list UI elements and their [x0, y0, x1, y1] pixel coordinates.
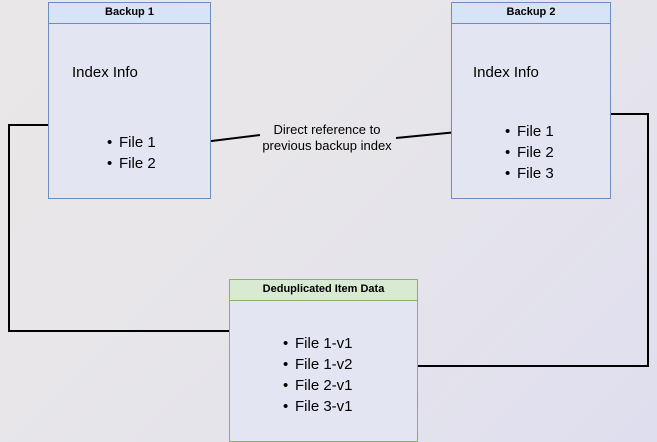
- edge-label-direct-reference: Direct reference to previous backup inde…: [262, 122, 392, 153]
- list-item: File 2-v1: [283, 375, 352, 396]
- node-backup-1-header: Backup 1: [49, 3, 210, 24]
- list-item: File 1: [107, 132, 156, 153]
- node-deduplicated-item-data-header: Deduplicated Item Data: [230, 280, 417, 301]
- node-backup-2-header: Backup 2: [452, 3, 610, 24]
- list-item: File 2: [505, 142, 554, 163]
- file-list-deduplicated: File 1-v1 File 1-v2 File 2-v1 File 3-v1: [278, 333, 352, 417]
- node-backup-1-body: Index Info File 1 File 2: [49, 24, 210, 198]
- list-item: File 1: [505, 121, 554, 142]
- node-deduplicated-item-data-body: File 1-v1 File 1-v2 File 2-v1 File 3-v1: [230, 301, 417, 441]
- file-list-backup-1: File 1 File 2: [102, 132, 156, 174]
- list-item: File 1-v1: [283, 333, 352, 354]
- node-deduplicated-item-data[interactable]: Deduplicated Item Data File 1-v1 File 1-…: [229, 279, 418, 442]
- node-backup-1[interactable]: Backup 1 Index Info File 1 File 2: [48, 2, 211, 199]
- list-item: File 1-v2: [283, 354, 352, 375]
- index-info-label-backup-1: Index Info: [72, 64, 138, 81]
- file-list-backup-2: File 1 File 2 File 3: [500, 121, 554, 184]
- list-item: File 3-v1: [283, 396, 352, 417]
- node-backup-2-body: Index Info File 1 File 2 File 3: [452, 24, 610, 198]
- list-item: File 3: [505, 163, 554, 184]
- list-item: File 2: [107, 153, 156, 174]
- node-backup-2[interactable]: Backup 2 Index Info File 1 File 2 File 3: [451, 2, 611, 199]
- index-info-label-backup-2: Index Info: [473, 64, 539, 81]
